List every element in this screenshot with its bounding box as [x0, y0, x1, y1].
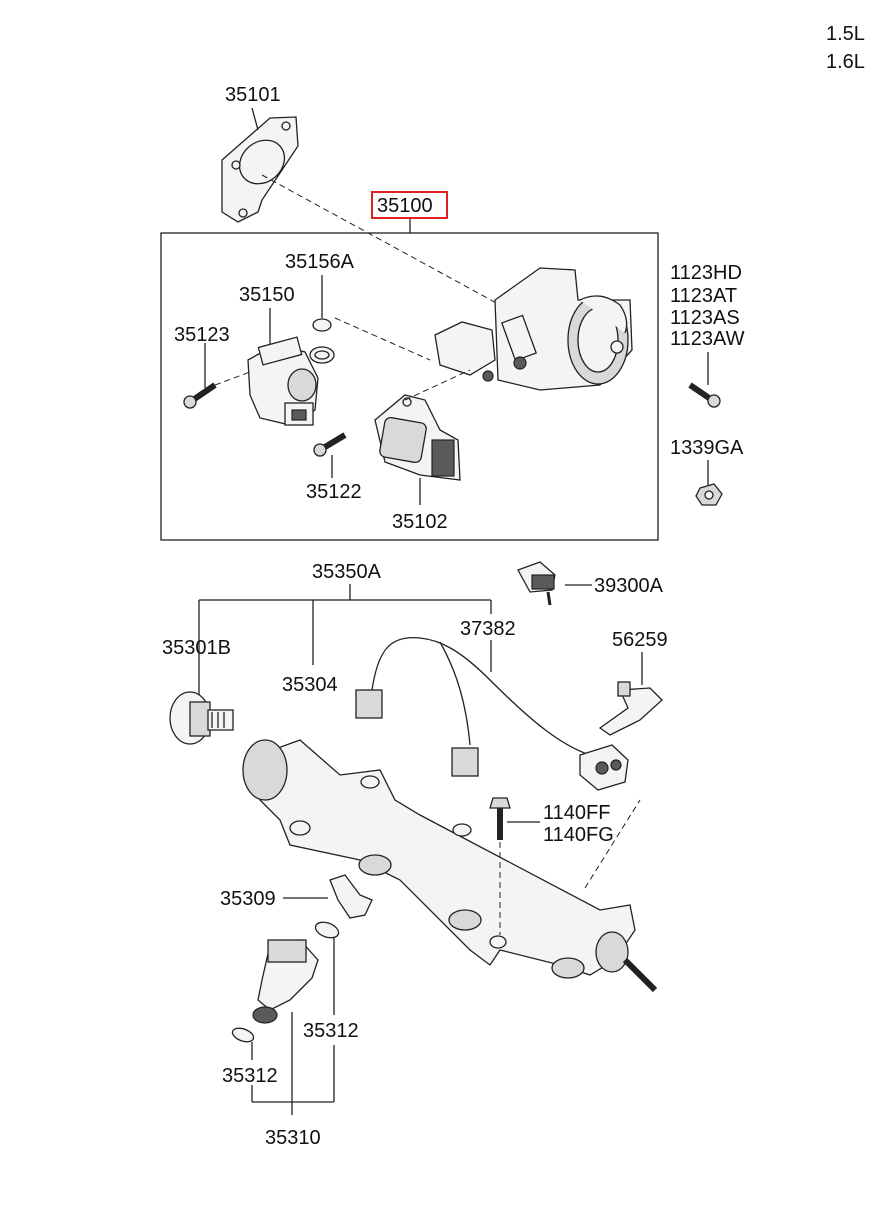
label-35101[interactable]: 35101	[225, 84, 281, 106]
oring-lower-part[interactable]	[231, 1026, 256, 1045]
label-1123HD[interactable]: 1123HD	[670, 262, 742, 284]
tps-sensor-part[interactable]	[374, 394, 461, 481]
engine-variant-2: 1.6L	[826, 51, 865, 73]
label-35102[interactable]: 35102	[392, 511, 448, 533]
bolt-1123-part[interactable]	[688, 382, 721, 408]
label-35301B[interactable]: 35301B	[162, 637, 231, 659]
isc-actuator-part[interactable]	[247, 336, 319, 426]
delivery-pipe-part[interactable]	[242, 739, 658, 993]
label-1140FG[interactable]: 1140FG	[543, 824, 614, 846]
screw-35122-part[interactable]	[313, 432, 347, 457]
label-1123AT[interactable]: 1123AT	[670, 285, 737, 307]
injector-clip-part[interactable]	[329, 874, 373, 919]
label-35309[interactable]: 35309	[220, 888, 276, 910]
bolt-1140-part[interactable]	[489, 797, 511, 840]
label-35310[interactable]: 35310	[265, 1127, 321, 1149]
isc-seal-part[interactable]	[309, 318, 335, 364]
label-1339GA[interactable]: 1339GA	[670, 437, 744, 459]
label-35150[interactable]: 35150	[239, 284, 295, 306]
label-35100[interactable]: 35100	[377, 195, 433, 217]
oring-upper-part[interactable]	[313, 919, 340, 940]
engine-variant-1: 1.5L	[826, 23, 865, 45]
regulator-part[interactable]	[169, 691, 234, 745]
gasket-part[interactable]	[221, 116, 299, 223]
screw-35123-part[interactable]	[183, 382, 217, 409]
label-35122[interactable]: 35122	[306, 481, 362, 503]
label-1140FF[interactable]: 1140FF	[543, 802, 610, 824]
label-35123[interactable]: 35123	[174, 324, 230, 346]
nut-1339GA-part[interactable]	[695, 483, 723, 506]
label-1123AS[interactable]: 1123AS	[670, 307, 740, 329]
label-56259[interactable]: 56259	[612, 629, 668, 651]
label-1123AW[interactable]: 1123AW	[670, 328, 745, 350]
label-35350A[interactable]: 35350A	[312, 561, 382, 583]
label-35156A[interactable]: 35156A	[285, 251, 355, 273]
sensor-39300A-part[interactable]	[517, 561, 556, 606]
label-39300A[interactable]: 39300A	[594, 575, 664, 597]
wiring-harness-part[interactable]	[355, 636, 629, 791]
clip-56259-part[interactable]	[598, 681, 663, 736]
label-35312-lower[interactable]: 35312	[222, 1065, 278, 1087]
highlight-box	[371, 191, 448, 219]
label-37382[interactable]: 37382	[460, 618, 516, 640]
throttle-body-part[interactable]	[434, 267, 633, 391]
label-35312-upper[interactable]: 35312	[303, 1020, 359, 1042]
injector-part[interactable]	[252, 939, 319, 1024]
label-35304[interactable]: 35304	[282, 674, 338, 696]
